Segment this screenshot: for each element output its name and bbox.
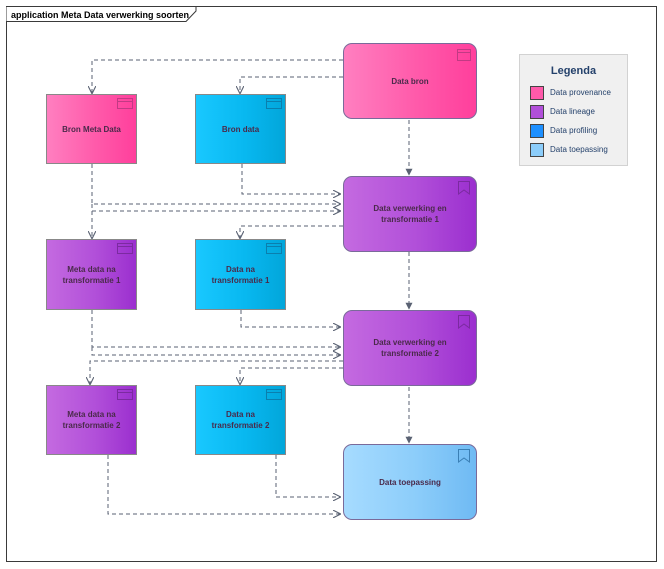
edge-bronmeta-to-verw1-a [91,164,340,204]
component-icon [117,98,133,109]
edge-verw1-to-data1 [240,225,343,238]
edge-bron-to-bron-meta [92,59,343,93]
legend-swatch [530,104,544,119]
node-data-toepassing[interactable]: Data toepassing [343,444,477,520]
component-icon [266,98,282,109]
node-bron-meta-data-label: Bron Meta Data [62,124,121,134]
node-verwerking-1-label: Data verwerking en transformatie 1 [373,204,447,224]
component-icon [266,389,282,400]
frame-title-tab [6,6,197,22]
edge-data1-to-verw2 [240,310,340,327]
legend: Legenda Data provenance Data lineage Dat… [519,54,628,166]
edge-meta2-to-toep [107,455,340,514]
component-icon [266,243,282,254]
legend-item: Data toepassing [530,142,608,157]
component-icon [117,243,133,254]
node-meta-na-2[interactable]: Meta data na transformatie 2 [46,385,137,455]
legend-item: Data lineage [530,104,595,119]
legend-label: Data lineage [550,107,595,116]
edge-brondata-to-verw1 [241,164,340,194]
bookmark-icon [458,315,470,329]
node-bron-data[interactable]: Bron data [195,94,286,164]
node-data-na-1-label: Data na transformatie 1 [211,264,270,285]
legend-label: Data profiling [550,126,598,135]
node-verwerking-1[interactable]: Data verwerking en transformatie 1 [343,176,477,252]
component-icon [117,389,133,400]
edge-bron-to-bron-data [240,76,343,93]
node-meta-na-2-label: Meta data na transformatie 2 [62,410,121,430]
diagram-title: application Meta Data verwerking soorten [11,10,190,20]
bookmark-icon [458,449,470,463]
legend-swatch [530,142,544,157]
node-data-bron[interactable]: Data bron [343,43,477,119]
node-bron-data-label: Bron data [221,124,260,134]
node-meta-na-1-label: Meta data na transformatie 1 [62,264,121,285]
legend-title: Legenda [550,65,597,77]
legend-label: Data provenance [550,88,611,97]
bookmark-icon [458,181,470,195]
node-verwerking-2-label: Data verwerking en transformatie 2 [373,338,447,358]
legend-label: Data toepassing [550,145,608,154]
node-data-bron-label: Data bron [391,76,429,86]
edge-bronmeta-to-verw1-b [91,204,340,211]
node-meta-na-1[interactable]: Meta data na transformatie 1 [46,239,137,310]
legend-swatch [530,85,544,100]
node-data-na-1[interactable]: Data na transformatie 1 [195,239,286,310]
component-icon [457,49,471,61]
edge-meta1-to-verw2-a [91,310,340,347]
legend-item: Data provenance [530,85,611,100]
node-verwerking-2[interactable]: Data verwerking en transformatie 2 [343,310,477,386]
edge-verw2-to-meta2 [90,360,343,384]
edge-data2-to-toep [275,455,340,497]
node-data-toepassing-label: Data toepassing [379,477,441,487]
edge-verw2-to-data2 [240,367,343,384]
legend-swatch [530,123,544,138]
legend-item: Data profiling [530,123,597,138]
node-data-na-2-label: Data na transformatie 2 [211,410,270,430]
node-bron-meta-data[interactable]: Bron Meta Data [46,94,137,164]
node-data-na-2[interactable]: Data na transformatie 2 [195,385,286,455]
edge-meta1-to-verw2-b [91,347,340,355]
